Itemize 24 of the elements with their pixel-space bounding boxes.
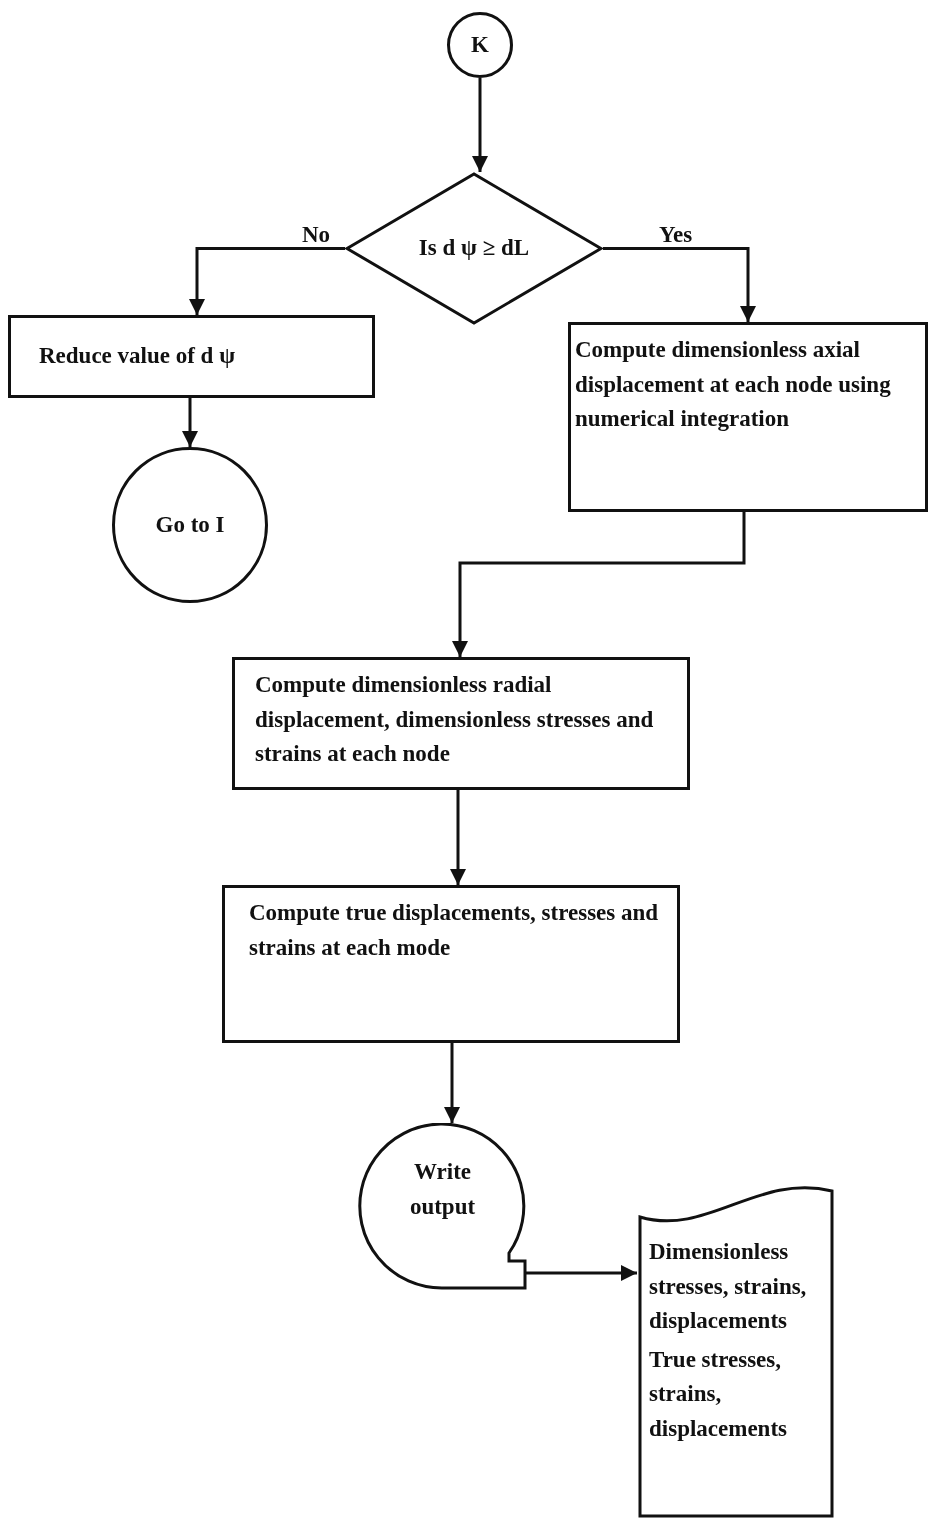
arrow xyxy=(189,247,345,315)
arrow xyxy=(450,790,466,885)
arrow xyxy=(452,512,746,657)
decision-diamond xyxy=(345,172,603,325)
arrow xyxy=(182,398,198,447)
node-text: Dimensionless stresses, strains, displacements xyxy=(649,1238,808,1335)
process-box xyxy=(232,657,690,790)
node-text: Compute dimensionless axial displacement at each node using numerical integration xyxy=(575,336,892,433)
node-text: True stresses, strains, displacements xyxy=(649,1345,788,1443)
process-box xyxy=(8,315,375,398)
node-text: K xyxy=(471,30,489,59)
arrow xyxy=(472,78,488,172)
node-text: Write output xyxy=(408,1158,477,1221)
node-text: Go to I xyxy=(155,510,225,539)
node-text: Is d ψ ≥ dL xyxy=(418,234,530,263)
node-text: Reduce value of d ψ xyxy=(39,342,235,371)
output-display-shape xyxy=(355,1123,530,1290)
arrow xyxy=(444,1043,460,1123)
node-text: Compute dimensionless radial displacement, dimensionless stresses and strains at each node xyxy=(255,671,655,768)
arrow xyxy=(603,247,756,322)
node-text: Compute true displacements, stresses and strains at each mode xyxy=(249,899,660,962)
process-box xyxy=(568,322,928,512)
process-box xyxy=(222,885,680,1043)
arrow xyxy=(525,1265,637,1281)
